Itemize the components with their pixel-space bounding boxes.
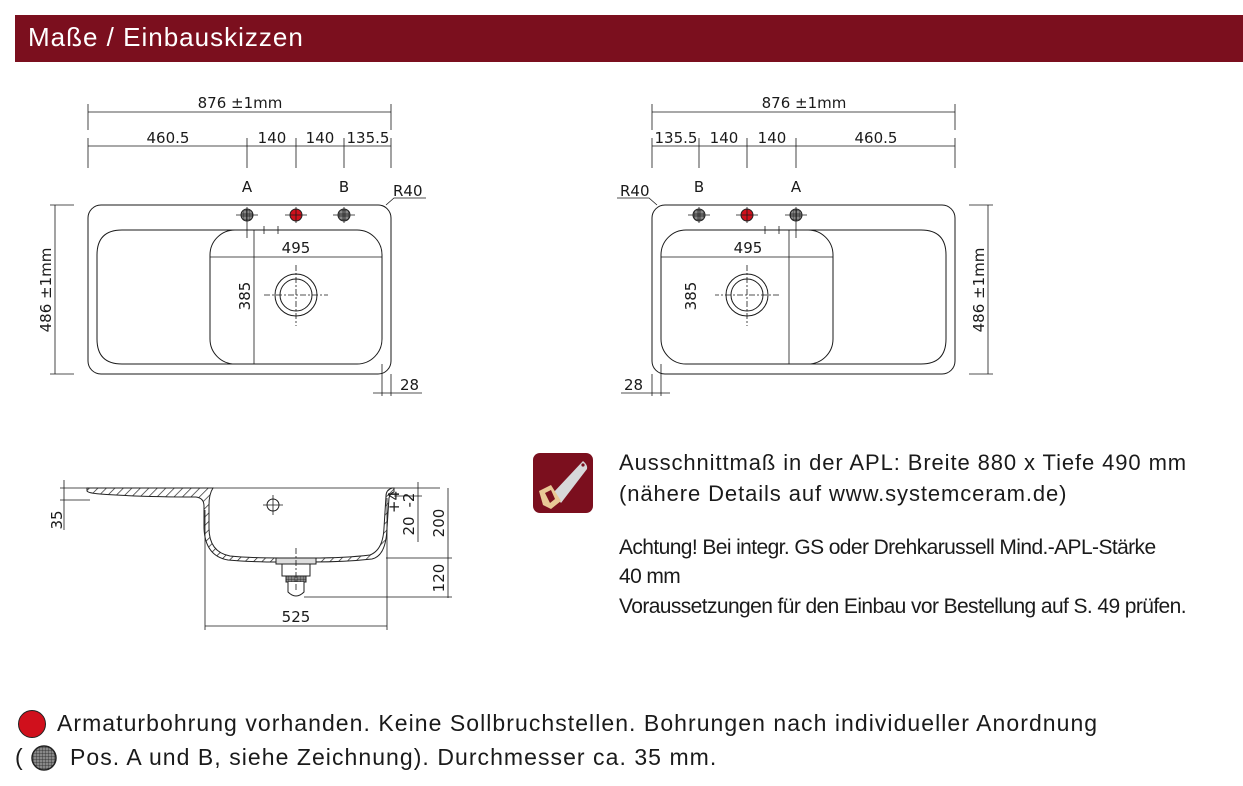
bowl-width-label: 495	[282, 239, 311, 257]
warning-text-line1: Achtung! Bei integr. GS oder Drehkarusse…	[619, 536, 1156, 559]
position-b-label: B	[694, 178, 704, 196]
section-header: Maße / Einbauskizzen	[15, 15, 1243, 62]
thickness-label: 35	[48, 510, 66, 529]
radius-label: R40	[620, 182, 650, 200]
rim-label: 28	[624, 376, 643, 394]
tap-hole-icon	[18, 710, 46, 738]
depth-label: 200	[430, 509, 448, 538]
overall-depth-label: 486 ±1mm	[37, 248, 55, 333]
rim-label: 28	[400, 376, 419, 394]
plan-view-left: 876 ±1mm 460.5 140 140 135.5 A B R40 495…	[37, 94, 427, 397]
dim-label: 140	[258, 129, 287, 147]
position-a-label: A	[791, 178, 802, 196]
warning-text-line2: 40 mm	[619, 565, 681, 588]
optional-hole-icon	[31, 745, 57, 771]
bowl-depth-label: 385	[682, 282, 700, 311]
drain-height-label: 120	[430, 564, 448, 593]
bowl-length-label: 525	[282, 608, 311, 626]
footnote-line1: Armaturbohrung vorhanden. Keine Sollbruc…	[57, 710, 1099, 736]
dim-label: 140	[710, 129, 739, 147]
footnote-line2: Pos. A und B, siehe Zeichnung). Durchmes…	[70, 744, 718, 770]
tolerance-plus: +4	[385, 491, 403, 513]
overall-depth-label: 486 ±1mm	[970, 248, 988, 333]
dim-label: 140	[758, 129, 787, 147]
bowl-depth-label: 385	[236, 282, 254, 311]
tolerance-label: 20	[400, 516, 418, 535]
tolerance-minus: -2	[400, 493, 418, 508]
overall-width-label: 876 ±1mm	[762, 94, 847, 112]
footnote-paren: (	[15, 744, 24, 770]
dim-label: 140	[306, 129, 335, 147]
section-title: Maße / Einbauskizzen	[28, 22, 304, 52]
dim-label: 460.5	[147, 129, 190, 147]
position-b-label: B	[339, 178, 349, 196]
section-view: 35 200 120 20 +4 -2 525	[48, 480, 452, 630]
dim-label: 460.5	[855, 129, 898, 147]
details-link-text: (nähere Details auf www.systemceram.de)	[619, 481, 1068, 506]
overall-width-label: 876 ±1mm	[198, 94, 283, 112]
saw-icon	[533, 453, 593, 513]
bowl-width-label: 495	[734, 239, 763, 257]
warning-text-line3: Voraussetzungen für den Einbau vor Beste…	[619, 595, 1187, 618]
dim-label: 135.5	[655, 129, 698, 147]
position-a-label: A	[242, 178, 253, 196]
dim-label: 135.5	[347, 129, 390, 147]
cutout-size-text: Ausschnittmaß in der APL: Breite 880 x T…	[619, 450, 1188, 475]
radius-label: R40	[393, 182, 423, 200]
plan-view-right: 876 ±1mm 135.5 140 140 460.5 B A R40 495…	[616, 94, 994, 397]
